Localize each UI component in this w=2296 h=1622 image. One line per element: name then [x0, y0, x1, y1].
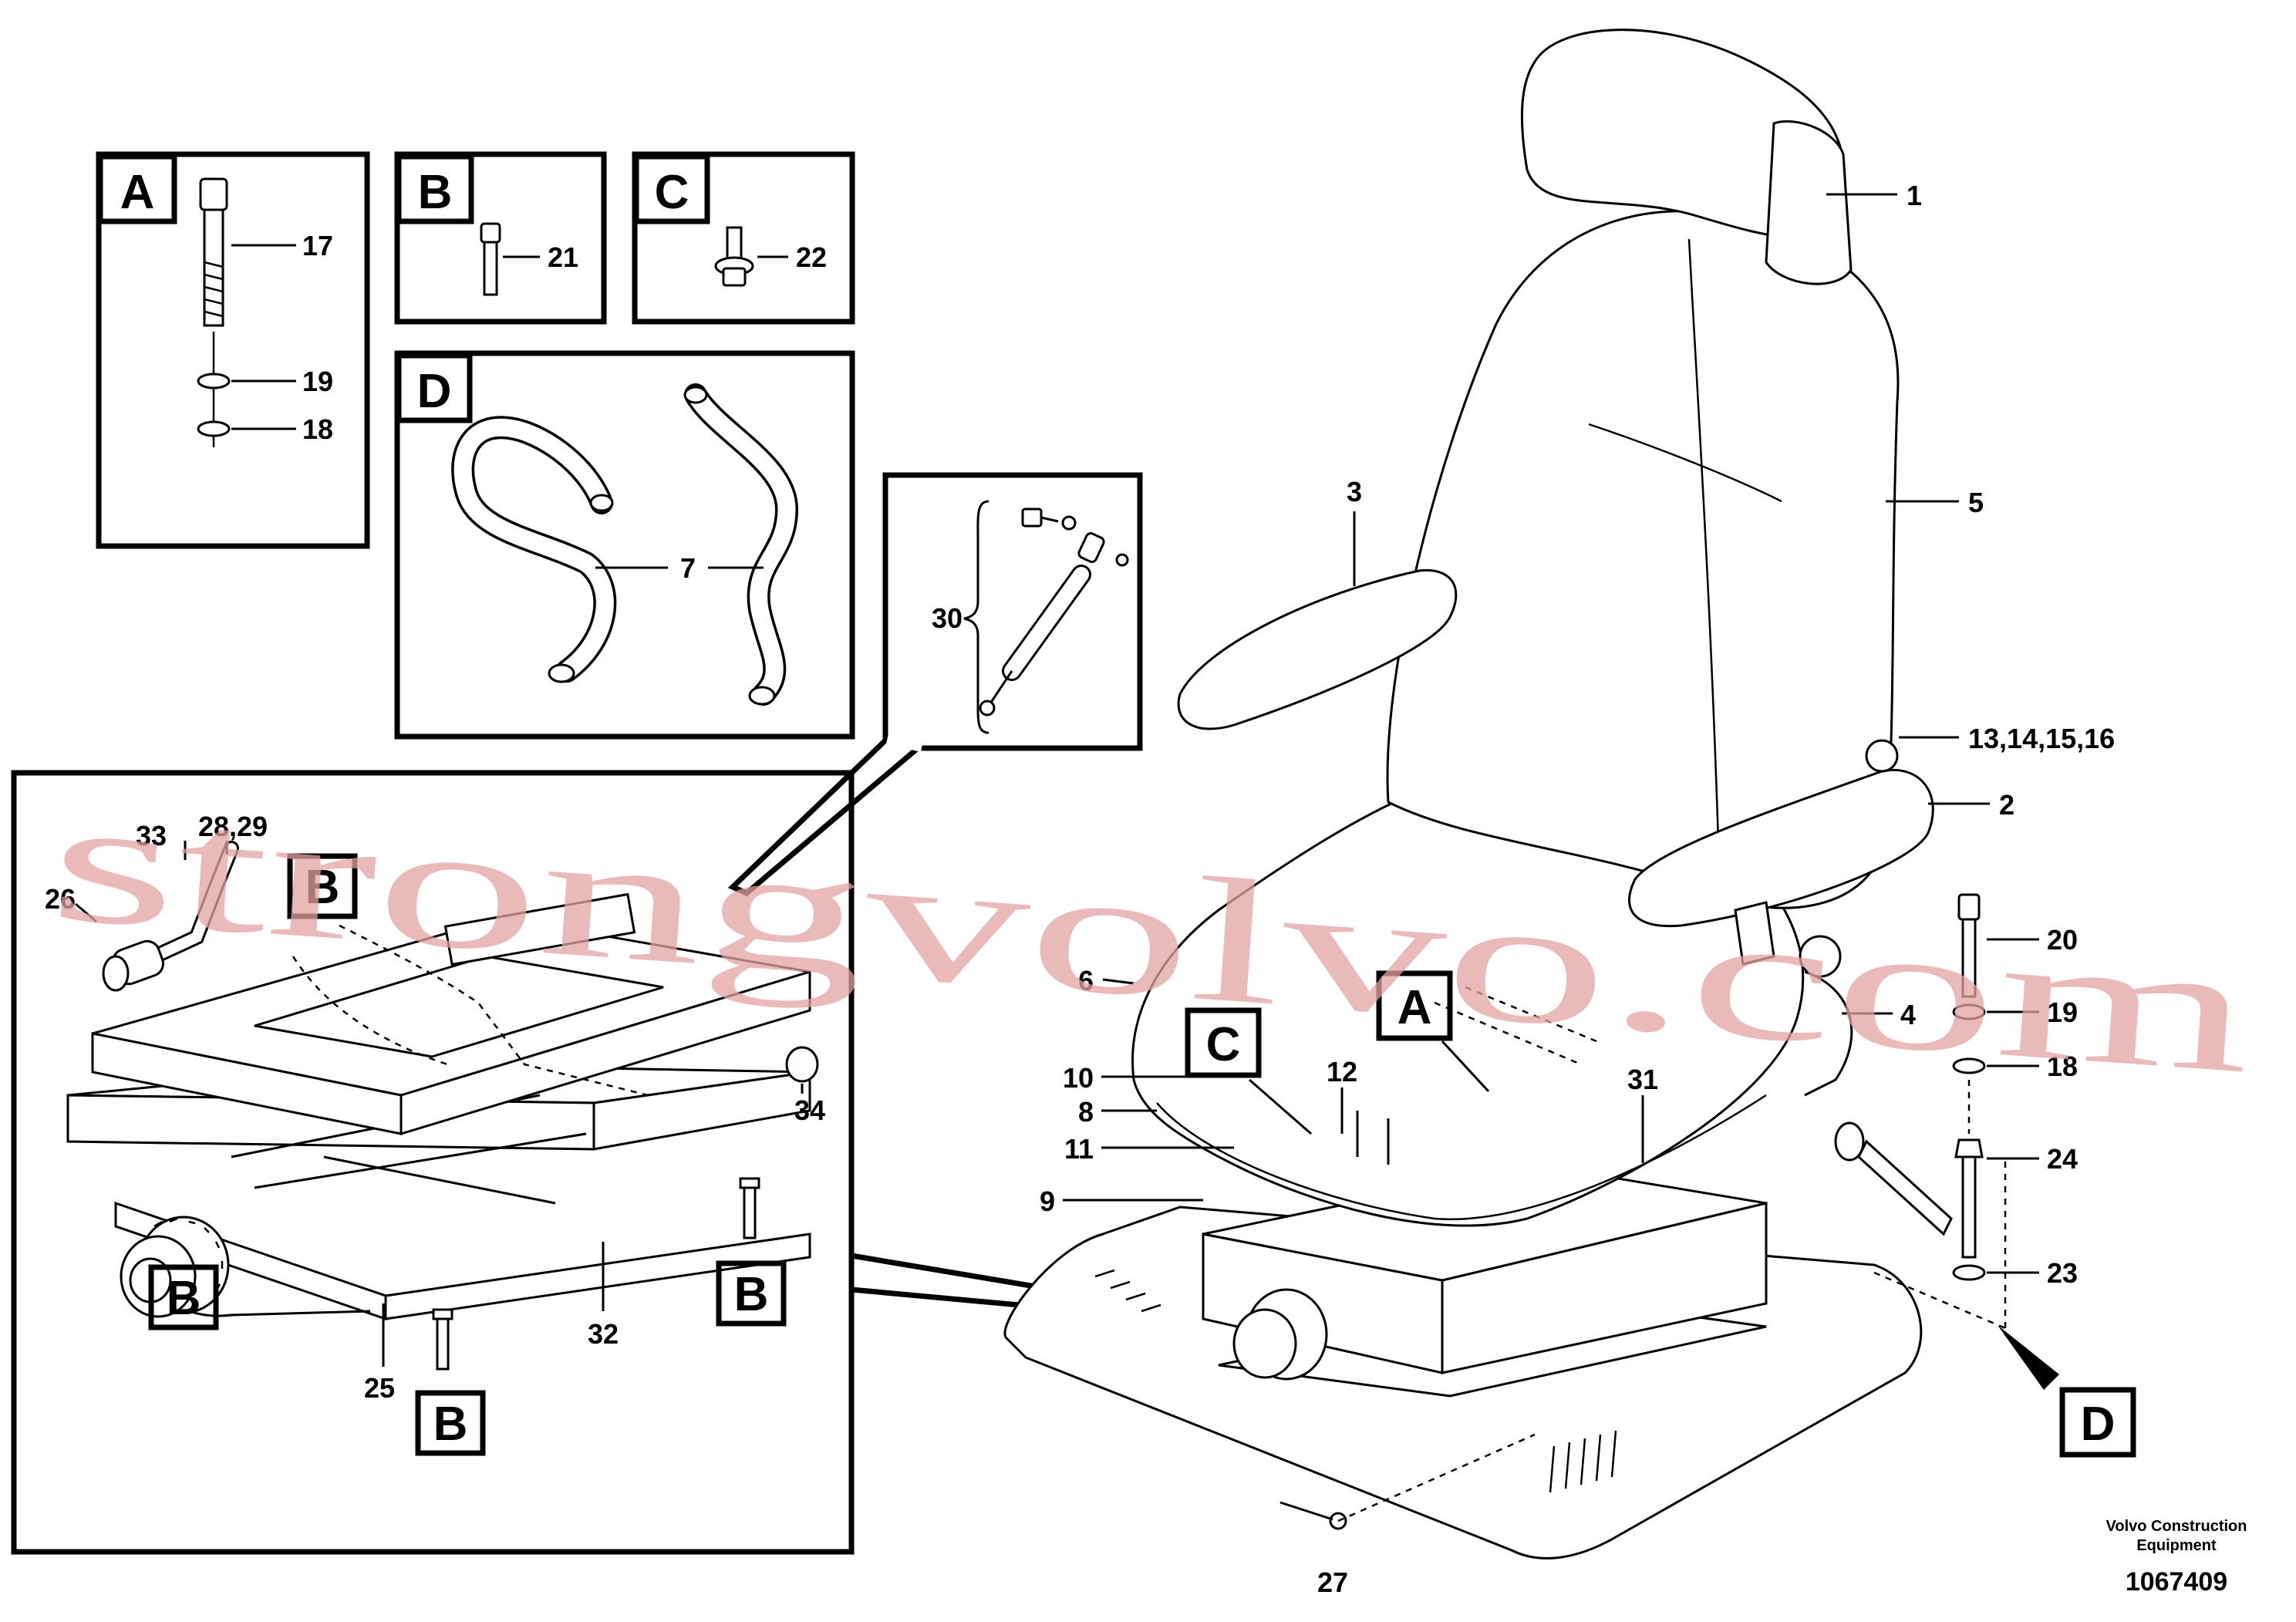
inset-c: C 22 [632, 151, 855, 325]
label-12: 12 [1327, 1056, 1357, 1088]
label-20: 20 [2047, 924, 2078, 956]
svg-text:B: B [305, 861, 340, 914]
label-26: 26 [45, 883, 76, 915]
inset-c-letter: C [655, 166, 689, 219]
label-21: 21 [548, 241, 578, 273]
washer-19b-icon [1952, 1003, 1986, 1020]
bolt-17-icon [199, 177, 228, 447]
label-1: 1 [1907, 180, 1922, 211]
label-18b: 18 [2047, 1050, 2078, 1082]
label-6: 6 [1078, 965, 1094, 996]
callout-b-top: B [287, 853, 358, 919]
hose-7-left-icon [451, 416, 617, 683]
washer-18b-icon [1952, 1057, 1986, 1074]
label-8: 8 [1078, 1096, 1094, 1128]
doc-number: 1067409 [2126, 1567, 2227, 1597]
label-34: 34 [794, 1094, 825, 1126]
label-18: 18 [302, 413, 333, 445]
label-11: 11 [1064, 1133, 1094, 1165]
label-4: 4 [1900, 999, 1916, 1030]
flange-screw-22-icon [714, 226, 754, 287]
inset-b-letter: B [418, 166, 453, 219]
inset-gas-spring: 30 [882, 472, 1143, 751]
handle-33-icon [102, 841, 239, 992]
label-2: 2 [1999, 789, 2014, 821]
label-27: 27 [1317, 1566, 1348, 1598]
svg-text:C: C [1206, 1018, 1241, 1071]
label-10: 10 [1063, 1062, 1094, 1094]
inset-d: D 7 [394, 350, 855, 740]
inset-b: B 21 [394, 151, 607, 325]
washer-18-icon [197, 420, 231, 437]
company-line-2: Equipment [2136, 1537, 2217, 1554]
suspension-detail-box: B B B B 33 28,29 26 34 32 25 [11, 770, 855, 1555]
label-31: 31 [1627, 1064, 1658, 1095]
label-33: 33 [136, 820, 167, 851]
svg-text:A: A [1397, 981, 1432, 1034]
label-22: 22 [796, 241, 827, 273]
label-19b: 19 [2047, 996, 2078, 1028]
label-30: 30 [932, 602, 963, 634]
label-13-16: 13,14,15,16 [1968, 723, 2115, 754]
callout-b-bottom: B [415, 1390, 486, 1456]
bolt-20-icon [1957, 893, 1981, 998]
label-24: 24 [2047, 1143, 2078, 1175]
svg-text:B: B [167, 1272, 201, 1325]
label-28-29: 28,29 [198, 811, 268, 842]
callout-pointer [727, 737, 924, 897]
callout-c-main: C [1185, 1007, 1312, 1135]
label-7: 7 [680, 552, 696, 584]
svg-text:B: B [734, 1268, 769, 1321]
label-17: 17 [302, 230, 333, 261]
washer-23-icon [1952, 1264, 1986, 1281]
label-3: 3 [1347, 476, 1362, 508]
label-32: 32 [588, 1318, 619, 1350]
callout-b-right: B [716, 1260, 787, 1327]
main-knob-icon [1232, 1288, 1328, 1381]
main-leaders [1063, 193, 1990, 1202]
inset-d-letter: D [417, 365, 452, 418]
gas-spring-30-icon [979, 508, 1129, 717]
callout-b-left: B [148, 1264, 219, 1330]
label-9: 9 [1040, 1185, 1055, 1217]
hose-7-right-icon [683, 383, 799, 706]
inset-a: A 17 19 18 [96, 151, 370, 549]
roller-34-icon [785, 1046, 819, 1083]
right-hardware: 20 19 18 24 23 [1873, 893, 2078, 1330]
callout-d-main: D [1998, 1325, 2136, 1458]
screw-21-icon [480, 222, 501, 296]
screw-b-icon [432, 1177, 760, 1371]
svg-text:D: D [2081, 1398, 2116, 1451]
label-19: 19 [302, 366, 333, 397]
seat-assembly [1003, 29, 1953, 1560]
company-line-1: Volvo Construction [2106, 1518, 2247, 1535]
bolt-24-icon [1954, 1138, 1984, 1259]
inset-a-letter: A [120, 166, 155, 219]
label-23: 23 [2047, 1257, 2078, 1289]
callout-a-main: A [1376, 970, 1490, 1093]
svg-text:B: B [433, 1398, 468, 1451]
washer-19-icon [197, 373, 231, 389]
label-5: 5 [1968, 487, 1984, 518]
label-25: 25 [364, 1372, 395, 1404]
